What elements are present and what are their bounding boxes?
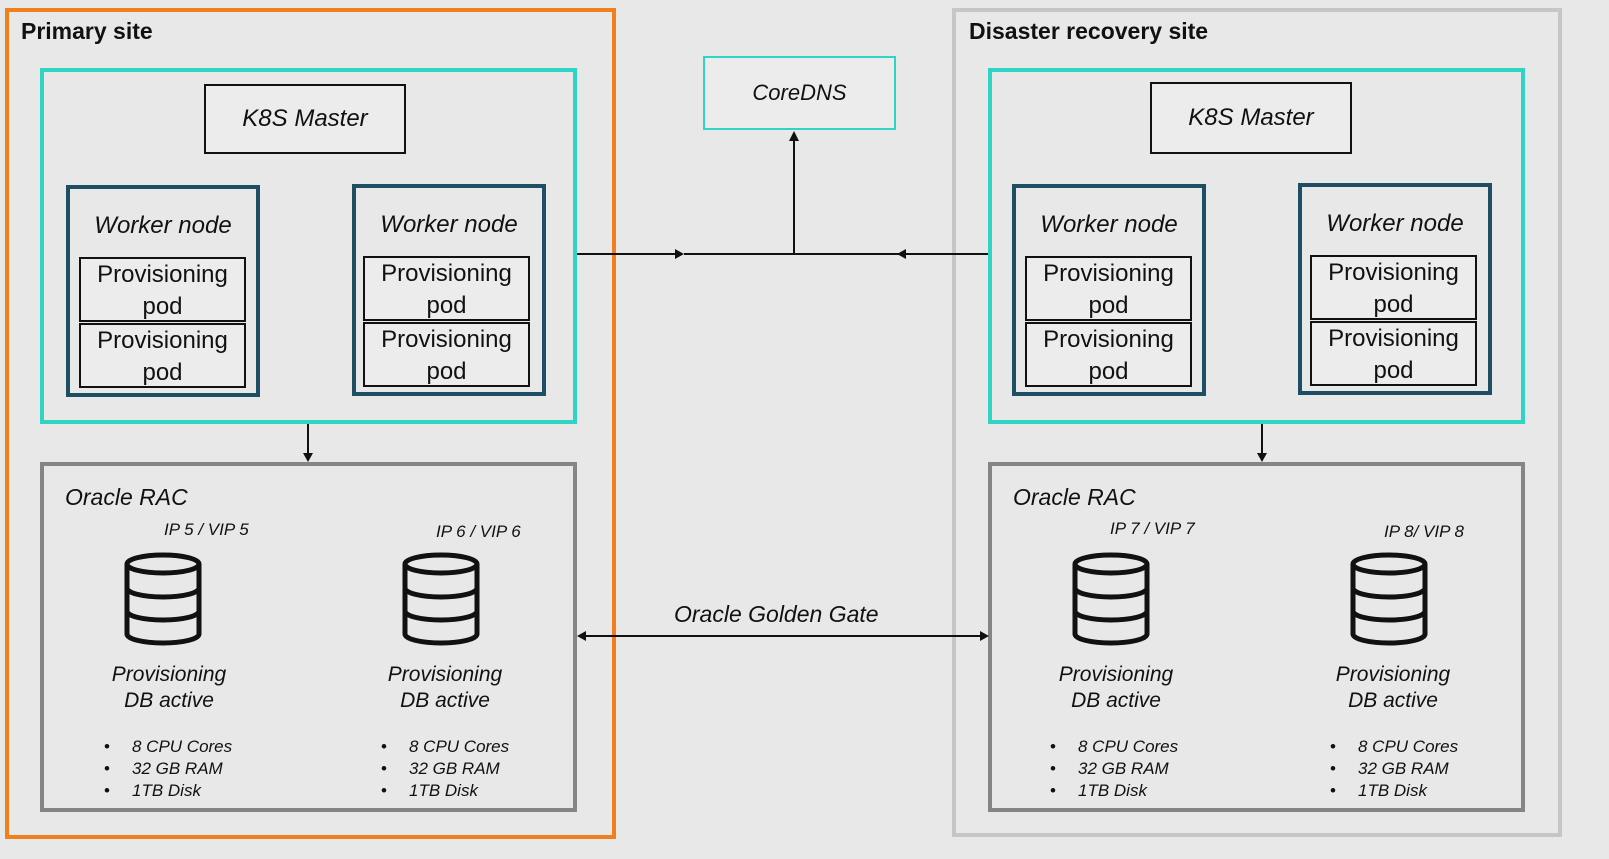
dr-oracle-rac [988, 462, 1525, 812]
spec-cpu: 8 CPU Cores [104, 736, 232, 758]
oracle-rac-title: Oracle RAC [1013, 484, 1136, 510]
spec-disk: 1TB Disk [381, 780, 509, 802]
spec-disk: 1TB Disk [1050, 780, 1178, 802]
arrow-head [897, 249, 906, 259]
spec-cpu: 8 CPU Cores [1330, 736, 1458, 758]
primary-k8s-cluster [40, 68, 577, 424]
dr-k8s-cluster [988, 68, 1525, 424]
arrow-head [675, 249, 684, 259]
database-icon [402, 552, 480, 646]
database-icon [1350, 552, 1428, 646]
primary-site-title: Primary site [21, 18, 153, 44]
arrow-head [789, 131, 799, 141]
worker-node-title: Worker node [94, 212, 232, 239]
worker-node-title: Worker node [1326, 210, 1464, 237]
database-icon [1072, 552, 1150, 646]
primary-k8s-master: K8S Master [204, 84, 406, 154]
spec-disk: 1TB Disk [104, 780, 232, 802]
spec-ram: 32 GB RAM [104, 758, 232, 780]
dr-site [952, 8, 1562, 837]
dr-worker-node-2 [1298, 183, 1492, 395]
worker-node-title: Worker node [380, 211, 518, 238]
oracle-golden-gate-label: Oracle Golden Gate [674, 601, 879, 627]
db-ip-vip: IP 6 / VIP 6 [436, 522, 521, 541]
primary-worker-node-1 [66, 185, 260, 397]
spec-ram: 32 GB RAM [1330, 758, 1458, 780]
database-icon [124, 552, 202, 646]
dr-site-title: Disaster recovery site [969, 18, 1209, 44]
spec-disk: 1TB Disk [1330, 780, 1458, 802]
spec-ram: 32 GB RAM [381, 758, 509, 780]
spec-cpu: 8 CPU Cores [1050, 736, 1178, 758]
dr-worker-node-1 [1012, 184, 1206, 396]
db-specs: 8 CPU Cores 32 GB RAM 1TB Disk [381, 736, 509, 802]
dr-k8s-master: K8S Master [1150, 82, 1352, 154]
db-ip-vip: IP 5 / VIP 5 [164, 520, 249, 539]
db-specs: 8 CPU Cores 32 GB RAM 1TB Disk [1330, 736, 1458, 802]
db-specs: 8 CPU Cores 32 GB RAM 1TB Disk [104, 736, 232, 802]
db-specs: 8 CPU Cores 32 GB RAM 1TB Disk [1050, 736, 1178, 802]
db-ip-vip: IP 7 / VIP 7 [1110, 519, 1195, 538]
spec-ram: 32 GB RAM [1050, 758, 1178, 780]
db-ip-vip: IP 8/ VIP 8 [1384, 522, 1465, 541]
worker-node-title: Worker node [1040, 211, 1178, 238]
spec-cpu: 8 CPU Cores [381, 736, 509, 758]
coredns-box: CoreDNS [703, 56, 896, 130]
primary-site [5, 8, 616, 839]
primary-oracle-rac [40, 462, 577, 812]
primary-worker-node-2 [352, 184, 546, 396]
oracle-rac-title: Oracle RAC [65, 484, 188, 510]
